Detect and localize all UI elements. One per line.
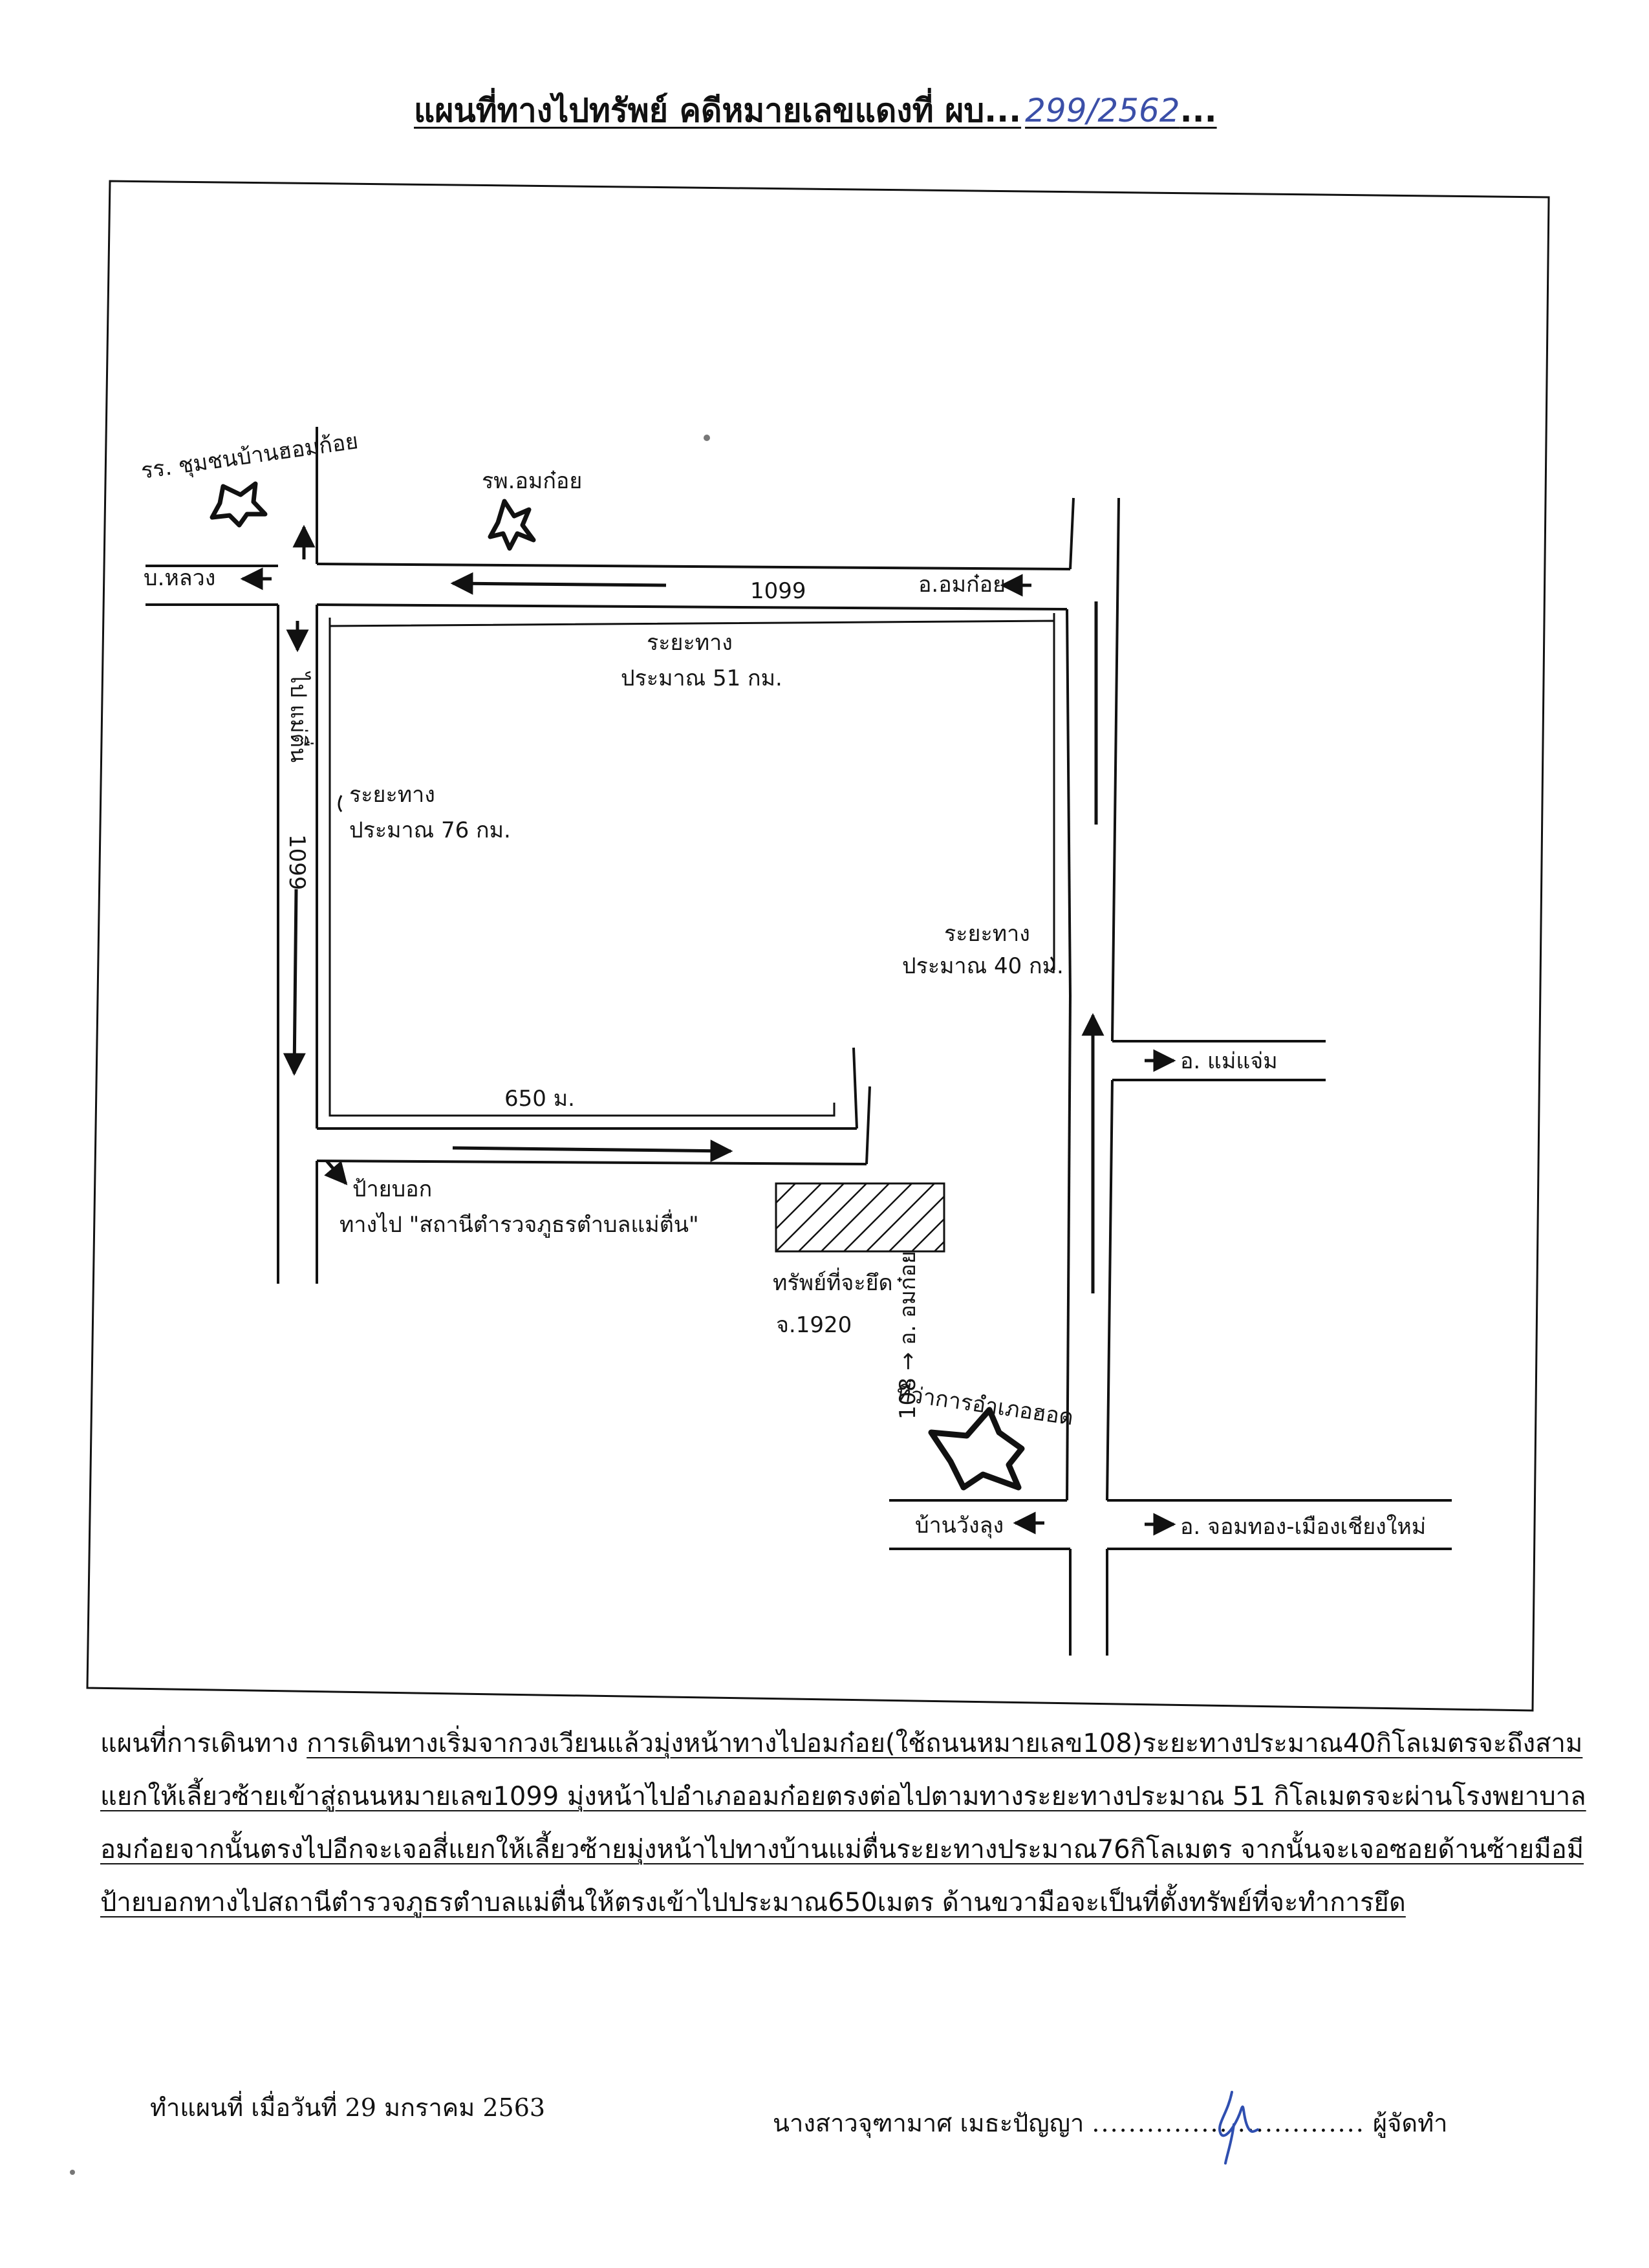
label-dist-51-a: ระยะทาง [647,630,733,656]
arrow-sign-pointer [324,1160,348,1185]
signature-line: นางสาวจุฑามาศ เมธะปัญญา ................… [773,2103,1448,2143]
label-sign-b: ทางไป "สถานีตำรวจภูธรตำบลแม่ตื่น" [339,1209,699,1238]
road-108-vertical [1066,497,1120,1656]
label-dist-76-a: ระยะทาง [349,782,435,808]
handwritten-signature [1218,2091,1259,2165]
label-road-1099-top: 1099 [750,578,806,604]
label-ban-wang-lung: บ้านวังลุง [915,1513,1004,1539]
description-line-1: แผนที่การเดินทาง การเดินทางเริ่มจากวงเวี… [100,1717,1582,1770]
label-dist-40-b: ประมาณ 40 กม. [902,953,1064,979]
road-1099-horizontal [146,563,1071,610]
label-dist-51-b: ประมาณ 51 กม. [621,665,782,691]
map-date: ทำแผนที่ เมื่อวันที่ 29 มกราคม 2563 [150,2093,546,2122]
description-line-4: ป้ายบอกทางไปสถานีตำรวจภูธรตำบลแม่ตื่นให้… [100,1888,1406,1917]
property-parcel [775,1182,945,1253]
hospital-star-icon [488,499,536,551]
description-prefix: แผนที่การเดินทาง [100,1729,307,1758]
label-road-1099-left: 1099 [284,834,310,891]
scan-speck [704,435,710,441]
label-chom-thong: อ. จอมทอง-เมืองเชียงใหม่ [1180,1514,1426,1540]
route-line [329,613,1055,1117]
arrow-east-soi [452,1139,733,1163]
direction-arrows [240,524,1176,1536]
school-star-icon [210,481,268,528]
label-amphoe-omkoi: อ.อมก๋อย [918,572,1006,598]
road-bottom-cross [889,1499,1452,1550]
title-text: แผนที่ทางไปทรัพย์ คดีหมายเลขแดงที่ ผบ... [414,92,1022,129]
case-number: 299/2562 [1025,92,1180,129]
description-line-3: อมก๋อยจากนั้นตรงไปอีกจะเจอสี่แยกให้เลี้ย… [100,1835,1584,1864]
arrow-south-left [283,889,306,1076]
distance-brackets [338,795,1055,971]
map-border [86,180,1550,1712]
title-trail: ... [1180,92,1217,129]
label-roundabout: ที่ว่าการอำเภอฮอด [895,1377,1075,1431]
road-left-vertical [277,427,318,1284]
scan-speck [70,2170,75,2175]
author-name: นางสาวจุฑามาศ เมธะปัญญา [773,2109,1084,2137]
roundabout-star-icon [928,1407,1025,1491]
page-title: แผนที่ทางไปทรัพย์ คดีหมายเลขแดงที่ ผบ...… [414,85,1217,136]
label-property-b: จ.1920 [776,1312,852,1338]
label-amphoe-mae-chaem: อ. แม่แจ่ม [1180,1048,1278,1074]
label-dist-650: 650 ม. [504,1086,575,1112]
road-mae-chaem [1112,1040,1326,1081]
label-to-mae-tuen: ไป แม่ตื่น [285,671,314,762]
description-line-2: แยกให้เลี้ยวซ้ายเข้าสู่ถนนหมายเลข1099 มุ… [100,1782,1586,1811]
route-description: แผนที่การเดินทาง การเดินทางเริ่มจากวงเวี… [100,1717,1586,1929]
label-property-a: ทรัพย์ที่จะยึด [773,1268,893,1296]
label-ban-luang: บ.หลวง [144,565,215,591]
description-text-1: การเดินทางเริ่มจากวงเวียนแล้วมุ่งหน้าทาง… [307,1729,1583,1758]
road-side-soi [316,1047,871,1165]
author-role: ผู้จัดทำ [1372,2109,1448,2137]
label-hospital: รพ.อมก๋อย [482,468,582,494]
arrow-west-1099 [450,572,667,595]
label-road-108: 108 → อ. อมก๋อย [895,1251,921,1420]
label-dist-40-a: ระยะทาง [944,921,1030,947]
label-sign-a: ป้ายบอก [352,1176,432,1202]
label-school: รร. ชุมชนบ้านฮอมก้อย [140,428,360,484]
label-dist-76-b: ประมาณ 76 กม. [349,817,511,843]
